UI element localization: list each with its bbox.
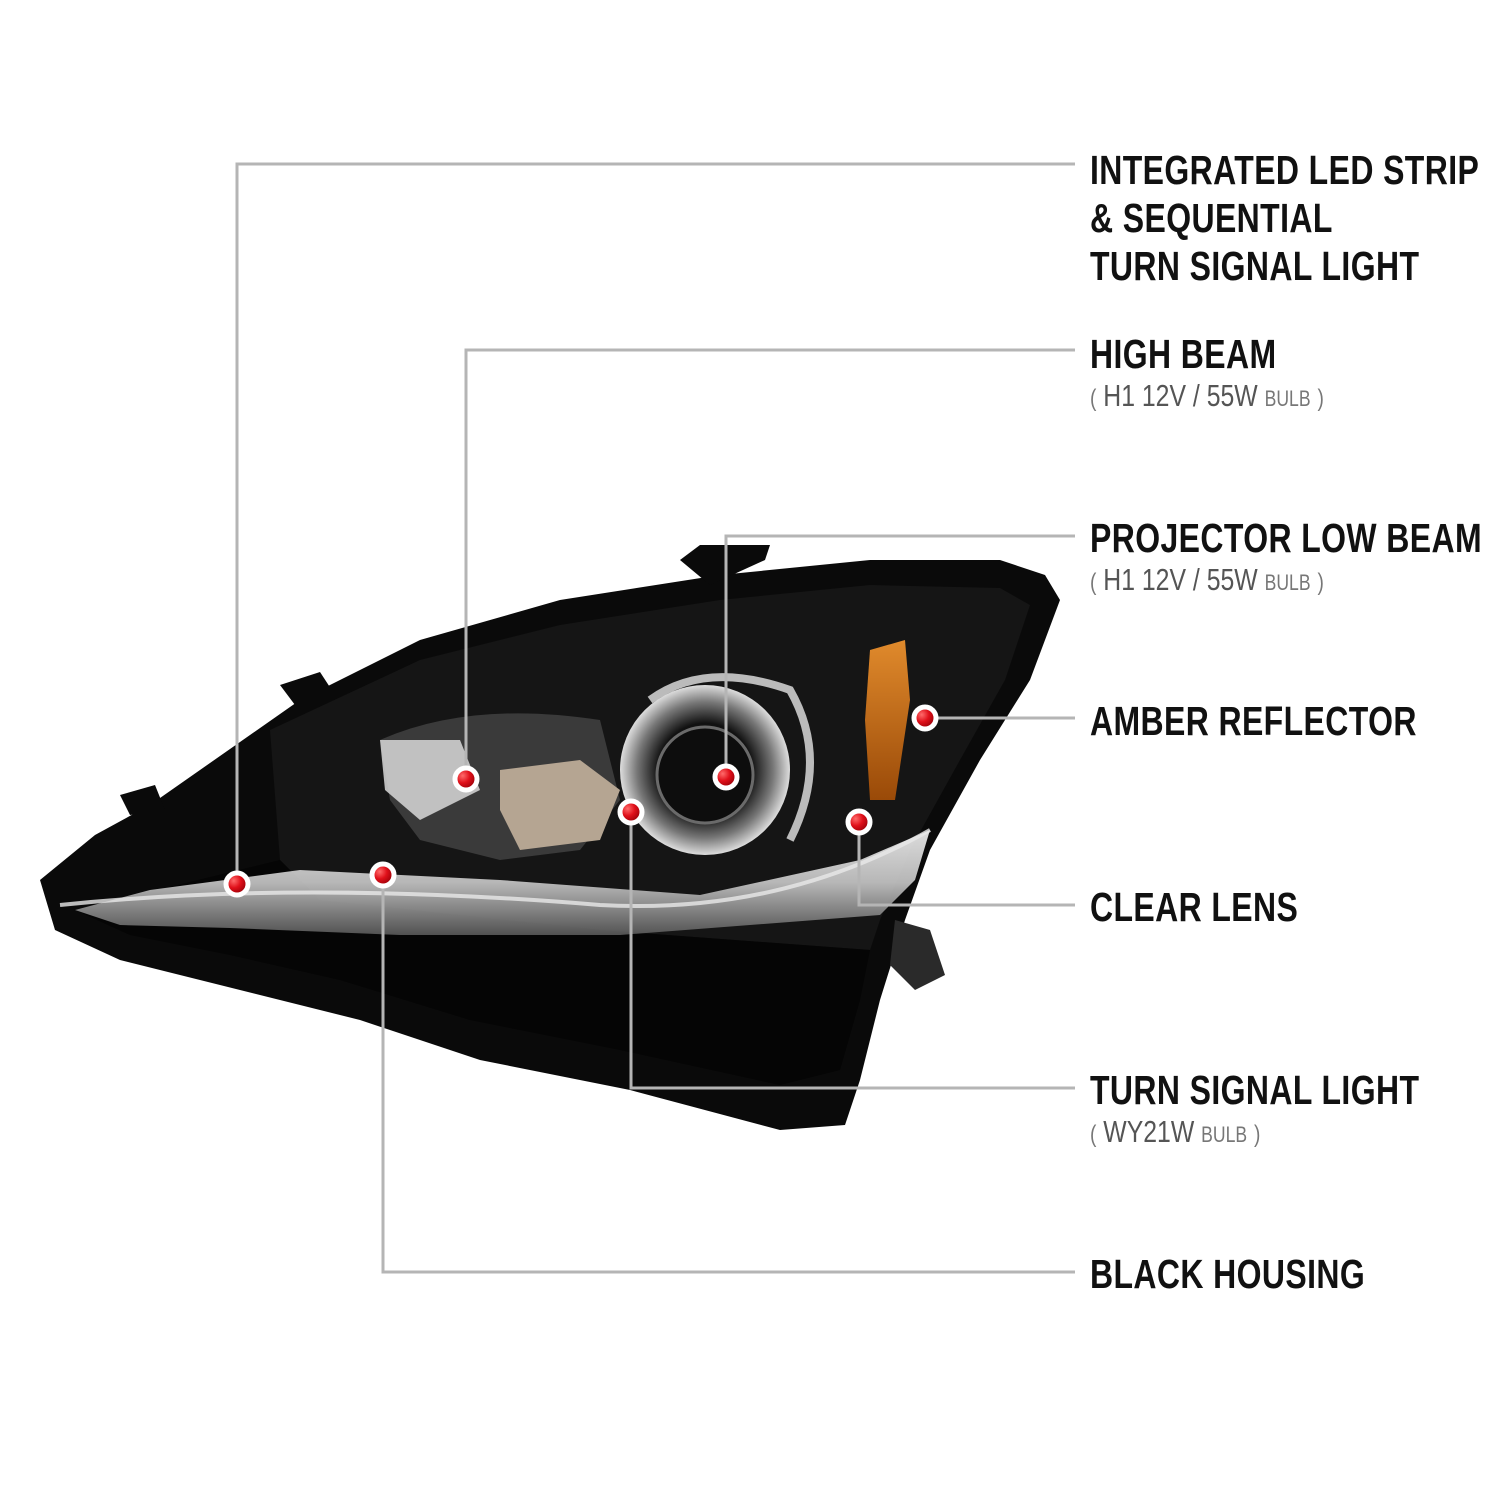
label-led-strip-line-2: & SEQUENTIAL — [1090, 195, 1333, 241]
label-turn-signal: TURN SIGNAL LIGHT ( WY21W BULB ) — [1090, 1066, 1500, 1153]
label-turn-signal-spec: ( WY21W BULB ) — [1090, 1114, 1428, 1153]
label-high-beam-spec: ( H1 12V / 55W BULB ) — [1090, 378, 1324, 417]
leader-projector-low-beam — [724, 534, 1075, 777]
label-projector-low-beam-spec: ( H1 12V / 55W BULB ) — [1090, 562, 1492, 601]
label-clear-lens: CLEAR LENS — [1090, 883, 1357, 931]
projector-inner-lens — [655, 725, 755, 825]
spec-value: H1 12V / 55W — [1103, 562, 1258, 597]
label-black-housing-title: BLACK HOUSING — [1090, 1251, 1366, 1297]
leader-led-strip — [235, 162, 1075, 884]
label-black-housing: BLACK HOUSING — [1090, 1250, 1443, 1298]
label-led-strip-line-3: TURN SIGNAL LIGHT — [1090, 243, 1420, 289]
callout-dot-clear-lens — [845, 808, 873, 836]
spec-unit: BULB — [1201, 1122, 1248, 1147]
spec-close-paren: ) — [1317, 569, 1324, 596]
leader-clear-lens — [857, 822, 1075, 907]
callout-dot-projector-low-beam — [712, 763, 740, 791]
callout-dot-led-strip — [223, 870, 251, 898]
callout-dot-amber-reflector — [911, 704, 939, 732]
callout-dot-black-housing — [369, 861, 397, 889]
label-projector-low-beam-title: PROJECTOR LOW BEAM — [1090, 515, 1482, 561]
spec-unit: BULB — [1264, 570, 1311, 595]
label-high-beam-title: HIGH BEAM — [1090, 331, 1277, 377]
leader-turn-signal — [629, 812, 1075, 1090]
leader-black-housing — [381, 875, 1075, 1274]
projector-shroud-ring — [647, 673, 814, 842]
label-amber-reflector: AMBER REFLECTOR — [1090, 697, 1500, 745]
callout-dot-turn-signal — [617, 798, 645, 826]
spec-open-paren: ( — [1090, 1121, 1097, 1148]
spec-open-paren: ( — [1090, 569, 1097, 596]
label-turn-signal-title: TURN SIGNAL LIGHT — [1090, 1067, 1420, 1113]
spec-open-paren: ( — [1090, 385, 1097, 412]
label-led-strip-line-1: INTEGRATED LED STRIP — [1090, 147, 1480, 193]
spec-value: WY21W — [1103, 1114, 1195, 1149]
spec-value: H1 12V / 55W — [1103, 378, 1258, 413]
label-amber-reflector-title: AMBER REFLECTOR — [1090, 698, 1417, 744]
spec-close-paren: ) — [1317, 385, 1324, 412]
leader-high-beam — [464, 348, 1075, 779]
spec-close-paren: ) — [1254, 1121, 1261, 1148]
label-clear-lens-title: CLEAR LENS — [1090, 884, 1299, 930]
label-high-beam: HIGH BEAM ( H1 12V / 55W BULB ) — [1090, 330, 1382, 417]
spec-unit: BULB — [1264, 386, 1311, 411]
label-led-strip: INTEGRATED LED STRIP & SEQUENTIAL TURN S… — [1090, 146, 1500, 290]
label-projector-low-beam: PROJECTOR LOW BEAM ( H1 12V / 55W BULB ) — [1090, 514, 1500, 601]
headlight-housing — [40, 545, 1060, 1130]
callout-dot-high-beam — [452, 765, 480, 793]
